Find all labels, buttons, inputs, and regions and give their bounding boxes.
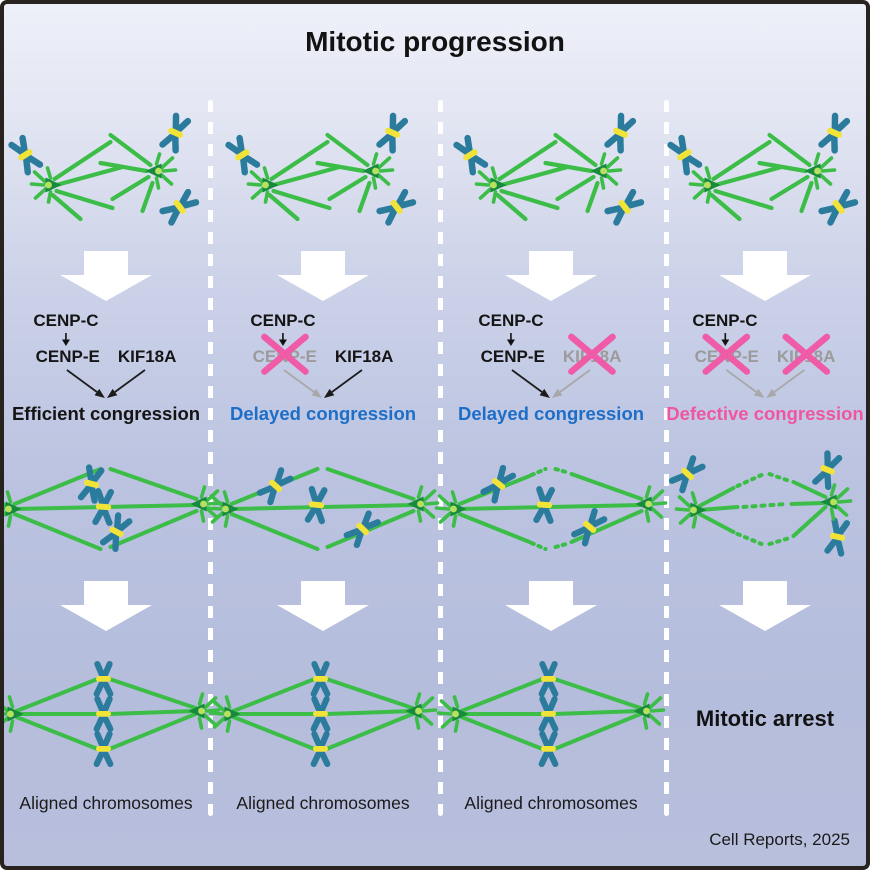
pathway-diagram: CENP-C CENP-E KIF18A Defective congressi… (666, 311, 863, 425)
converging-arrows-icon (511, 369, 591, 398)
column-separator-3 (664, 100, 669, 816)
protein-label: KIF18A (334, 347, 394, 366)
pathway-effectors: CENP-E KIF18A (252, 333, 394, 375)
down-block-arrow-icon (277, 581, 369, 631)
journal-credit: Cell Reports, 2025 (709, 830, 850, 849)
protein-label: CENP-E (480, 347, 545, 366)
column-caption: Aligned chromosomes (236, 793, 410, 813)
outcome-label: Delayed congression (229, 403, 417, 424)
down-block-arrow-icon (505, 251, 597, 301)
down-block-arrow-icon (719, 251, 811, 301)
column-separator-2 (438, 100, 443, 816)
aligned-metaphase-illustration (216, 650, 431, 785)
protein-cenp-e: CENP-E (481, 347, 545, 367)
aligned-metaphase-illustration (0, 650, 214, 785)
pathway-effectors: CENP-E KIF18A (36, 347, 177, 367)
mitotic-arrest-label: Mitotic arrest (695, 706, 835, 731)
pathway-upstream-group: CENP-C (33, 311, 99, 346)
down-arrow-icon (506, 333, 515, 346)
protein-label: CENP-E (35, 347, 100, 366)
pathway-upstream-group: CENP-C (250, 311, 316, 346)
pathway-effectors: CENP-E KIF18A (694, 333, 836, 375)
spindle-congression-illustration (0, 444, 214, 574)
protein-label: KIF18A (776, 347, 836, 366)
pathway-diagram: CENP-C CENP-E KIF18A Efficient congressi… (12, 311, 200, 425)
figure-title: Mitotic progression (305, 26, 565, 57)
column-caption: Aligned chromosomes (19, 793, 193, 813)
column-cenp-e-ko: CENP-C CENP-E KIF18A Delayed congression… (208, 4, 438, 866)
column-kif18a-ko: CENP-C CENP-E KIF18A Delayed congression… (438, 4, 664, 866)
spindle-delayed-illustration (216, 444, 431, 574)
pathway-upstream-group: CENP-C (692, 311, 758, 346)
down-block-arrow-icon (60, 251, 152, 301)
outcome-label: Defective congression (666, 403, 864, 424)
prometaphase-illustration (0, 105, 214, 245)
converging-arrows-icon (283, 369, 363, 398)
protein-label: CENP-E (694, 347, 759, 366)
down-block-arrow-icon (505, 581, 597, 631)
down-arrow-icon (720, 333, 729, 346)
down-block-arrow-icon (60, 581, 152, 631)
down-arrow-icon (278, 333, 287, 346)
protein-cenp-e-knockout: CENP-E (694, 333, 759, 375)
protein-cenp-c: CENP-C (478, 311, 544, 330)
protein-cenp-c: CENP-C (33, 311, 99, 330)
column-separator-1 (208, 100, 213, 816)
down-block-arrow-icon (719, 581, 811, 631)
aligned-metaphase-illustration (444, 650, 659, 785)
protein-cenp-c: CENP-C (692, 311, 758, 330)
converging-arrows-icon (725, 369, 805, 398)
converging-arrows-icon (66, 369, 146, 398)
prometaphase-illustration (444, 105, 659, 245)
column-caption: Aligned chromosomes (464, 793, 638, 813)
down-arrow-icon (61, 333, 70, 346)
outcome-label: Efficient congression (11, 403, 201, 424)
column-double-ko: CENP-C CENP-E KIF18A Defective congressi… (664, 4, 866, 866)
protein-label: KIF18A (562, 347, 622, 366)
prometaphase-illustration (658, 105, 870, 245)
protein-label: CENP-E (252, 347, 317, 366)
protein-kif18a: KIF18A (335, 347, 394, 367)
column-control: CENP-C CENP-E KIF18A Efficient congressi… (4, 4, 208, 866)
protein-kif18a: KIF18A (118, 347, 177, 367)
pathway-effectors: CENP-E KIF18A (481, 333, 622, 375)
spindle-delayed-dashed-illustration (444, 444, 659, 574)
protein-cenp-e: CENP-E (36, 347, 100, 367)
protein-label: KIF18A (117, 347, 177, 366)
protein-kif18a-knockout: KIF18A (562, 333, 622, 375)
protein-cenp-c: CENP-C (250, 311, 316, 330)
prometaphase-illustration (216, 105, 431, 245)
down-block-arrow-icon (277, 251, 369, 301)
pathway-diagram: CENP-C CENP-E KIF18A Delayed congression (230, 311, 416, 425)
outcome-label: Delayed congression (457, 403, 645, 424)
protein-kif18a-knockout: KIF18A (776, 333, 836, 375)
pathway-diagram: CENP-C CENP-E KIF18A Delayed congression (458, 311, 644, 425)
pathway-upstream-group: CENP-C (478, 311, 544, 346)
protein-cenp-e-knockout: CENP-E (252, 333, 317, 375)
spindle-defective-illustration (658, 444, 870, 574)
